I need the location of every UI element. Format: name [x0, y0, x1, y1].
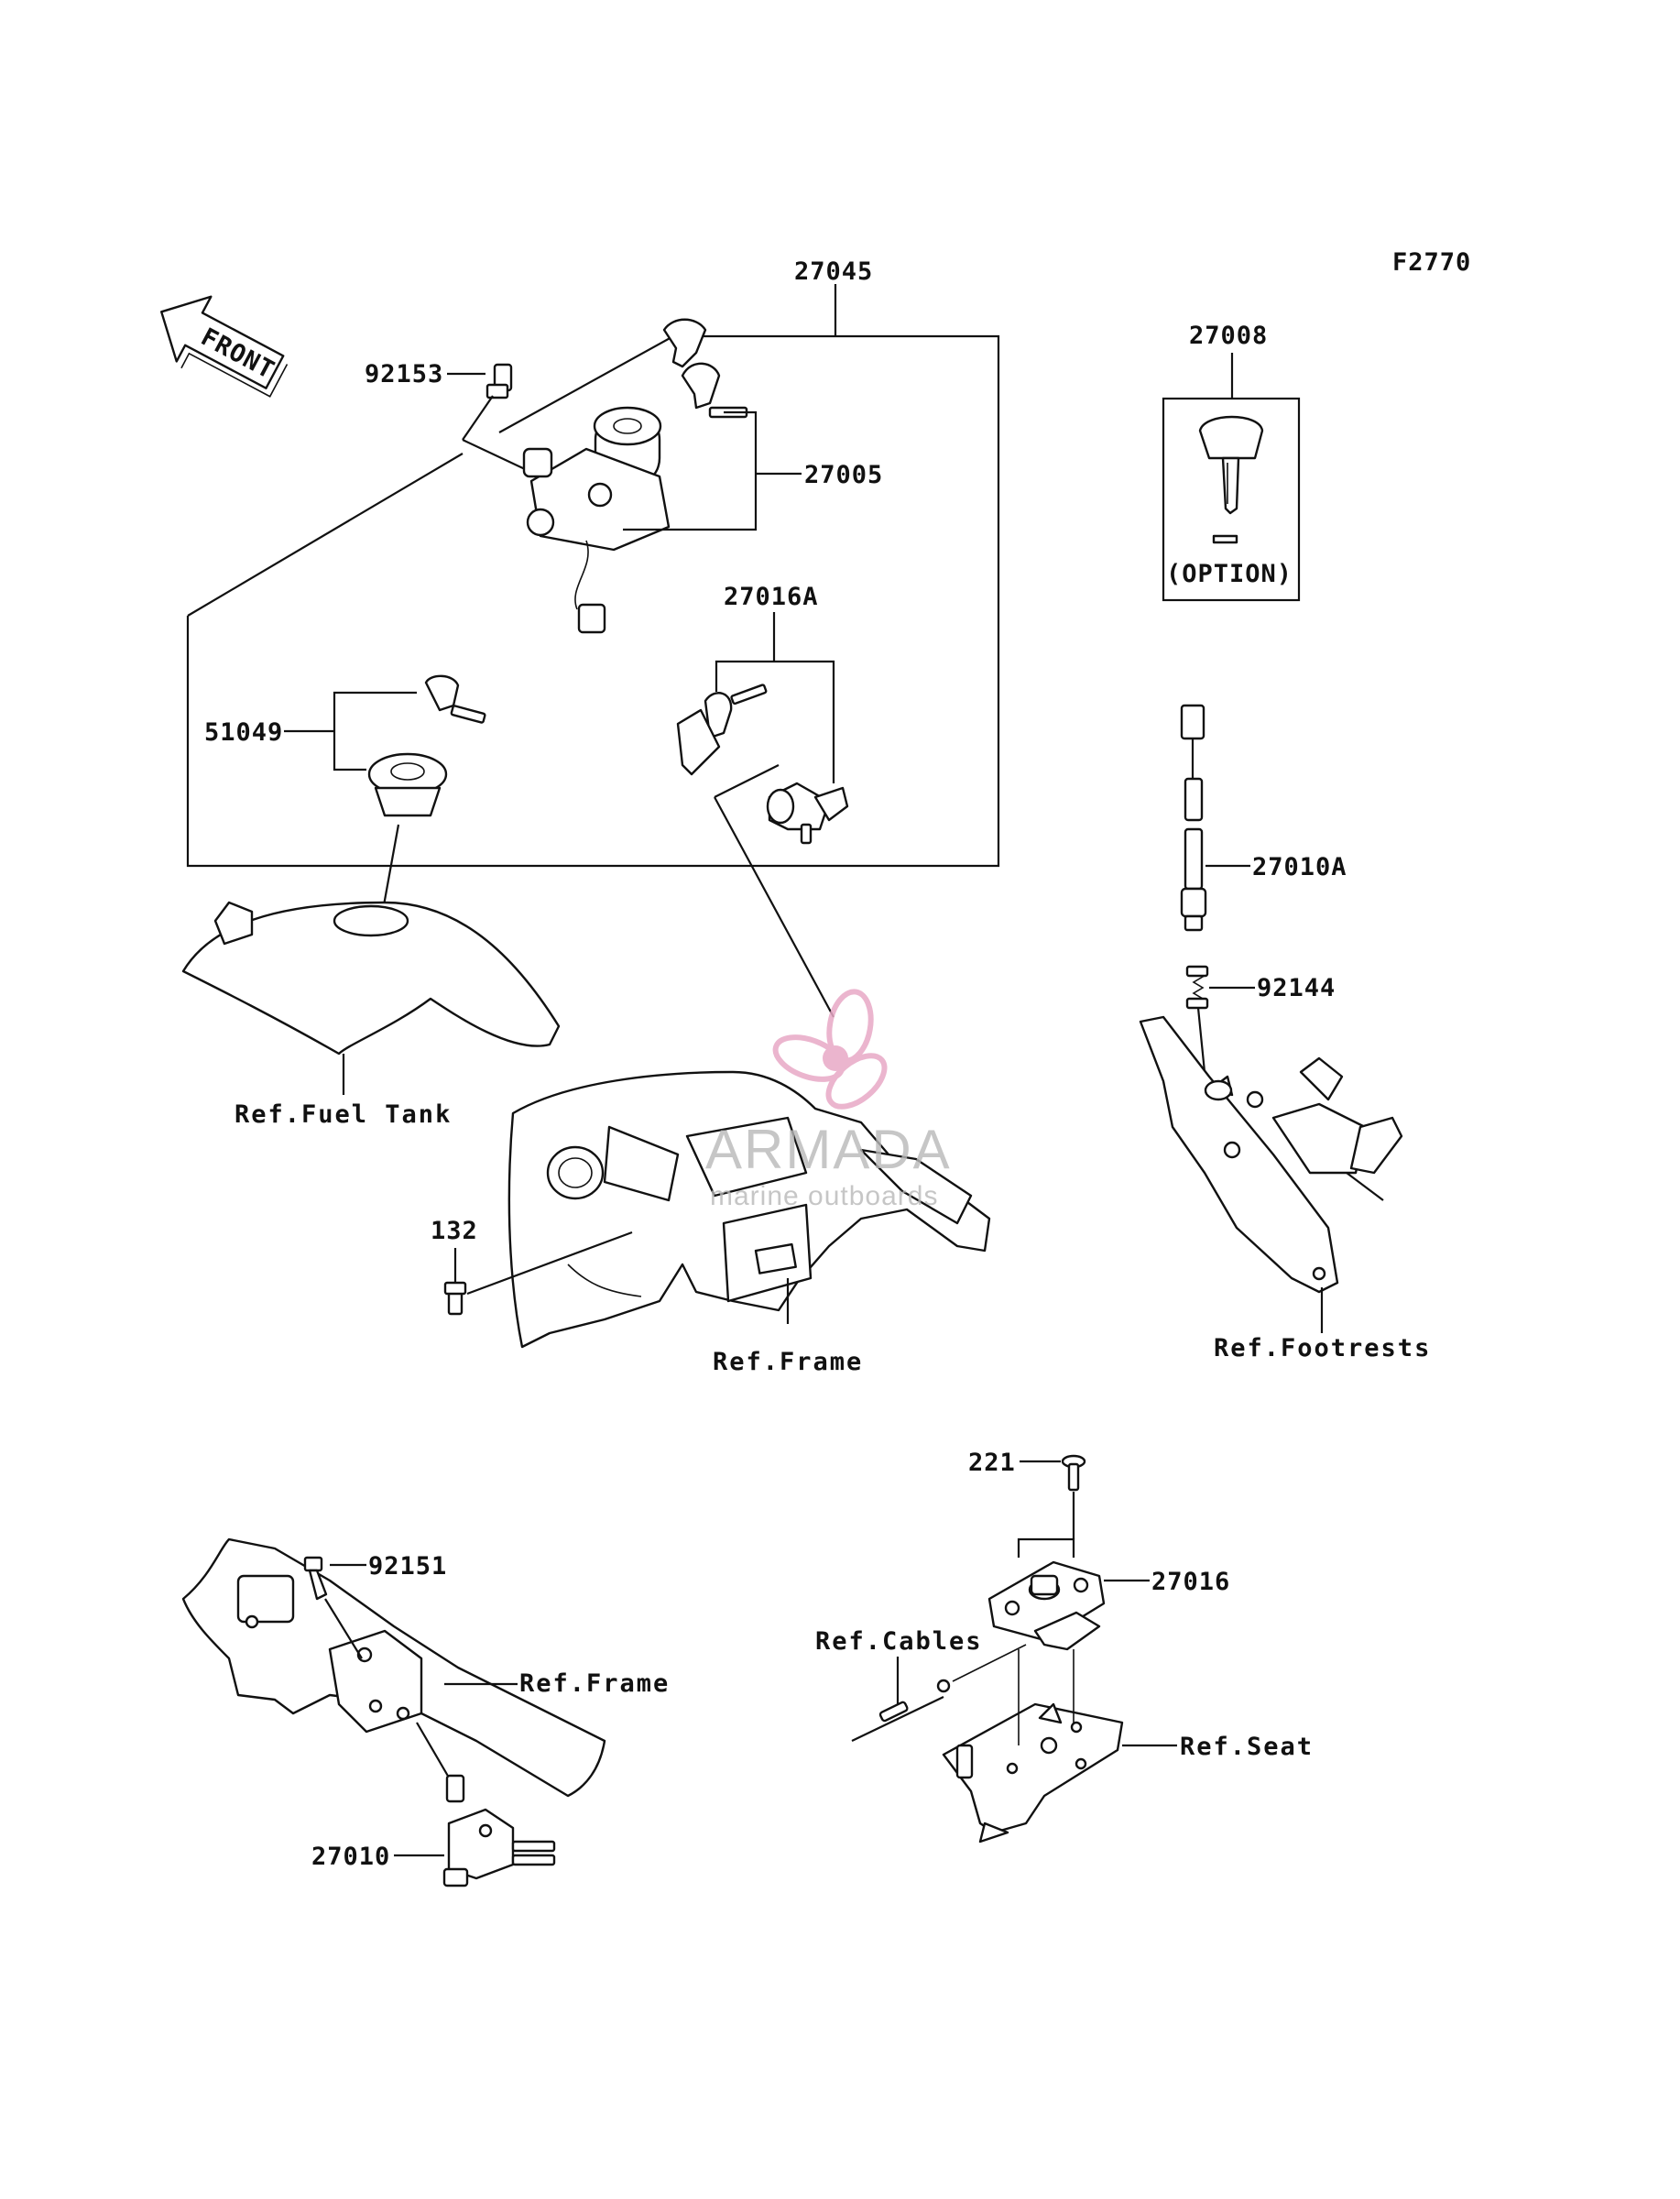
label-92144: 92144 [1257, 974, 1336, 1002]
seat-bracket-icon [942, 1702, 1124, 1843]
label-51049: 51049 [204, 718, 283, 747]
frame-lower-left-icon [181, 1537, 606, 1798]
screw-92151-icon [303, 1556, 328, 1601]
fuel-tank-icon [181, 901, 561, 1056]
watermark-logo-icon [772, 989, 888, 1110]
ref-seat: Ref.Seat [1180, 1733, 1314, 1761]
ref-cables: Ref.Cables [815, 1627, 983, 1656]
figure-code: F2770 [1392, 248, 1471, 277]
ref-fuel-tank: Ref.Fuel Tank [235, 1100, 452, 1129]
assembly-27045-bracket [186, 284, 1000, 868]
ignition-switch-27005-icon [522, 318, 748, 634]
spring-92144-icon [1185, 965, 1209, 1010]
key-27008-icon [1198, 415, 1264, 544]
seat-lock-27016-icon [987, 1560, 1106, 1651]
label-27016: 27016 [1151, 1568, 1230, 1596]
front-arrow-icon: FRONT [160, 295, 289, 398]
ref-frame-low: Ref.Frame [519, 1669, 670, 1698]
label-27010A: 27010A [1252, 853, 1347, 881]
label-27016A: 27016A [724, 583, 819, 611]
frame-middle-icon [507, 1070, 991, 1349]
ref-frame-mid: Ref.Frame [713, 1348, 863, 1376]
watermark-brand: ARMADA [705, 1119, 952, 1180]
switch-27010A-icon [1180, 704, 1207, 932]
label-132: 132 [431, 1217, 478, 1245]
bolt-132-icon [443, 1281, 467, 1316]
ref-footrests: Ref.Footrests [1214, 1334, 1431, 1362]
watermark-tagline: marine outboards [710, 1181, 938, 1211]
seat-lock-27016A-icon [676, 684, 849, 845]
label-92151: 92151 [368, 1552, 447, 1581]
cable-end-icon [851, 1679, 951, 1742]
footrest-bracket-icon [1139, 1015, 1403, 1294]
option-label: (OPTION) [1166, 560, 1293, 588]
label-221: 221 [968, 1449, 1016, 1477]
label-92153: 92153 [365, 360, 443, 388]
label-27010: 27010 [311, 1843, 390, 1871]
option-key-box [1162, 397, 1301, 602]
label-27008: 27008 [1189, 322, 1268, 350]
screw-92153-icon [485, 363, 513, 399]
label-27045: 27045 [794, 257, 873, 286]
fuel-cap-51049-icon [367, 674, 486, 817]
screw-221-icon [1061, 1454, 1086, 1492]
switch-27010-icon [416, 1722, 556, 1887]
label-27005: 27005 [804, 461, 883, 489]
